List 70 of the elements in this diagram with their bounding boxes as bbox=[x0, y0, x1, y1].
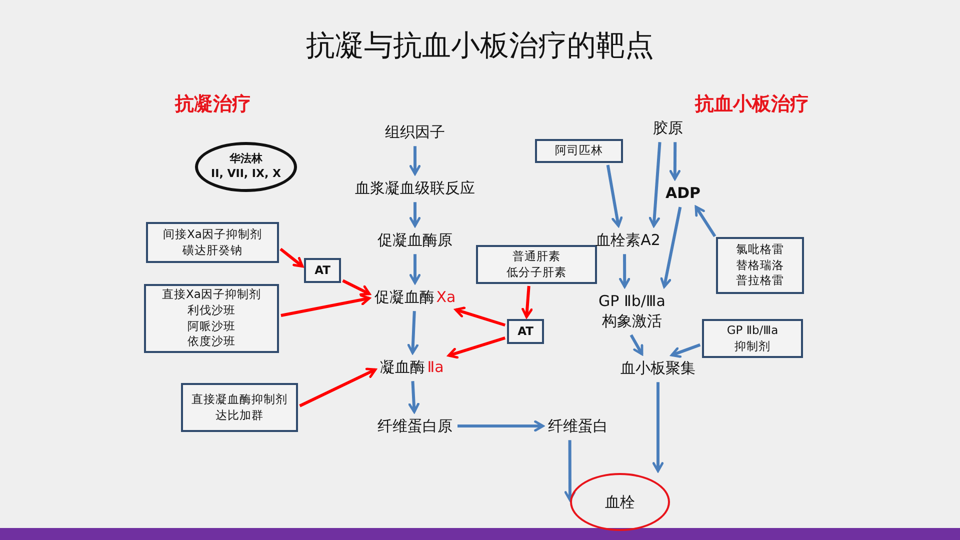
step-label: 凝血酶 Ⅱa bbox=[377, 354, 447, 380]
box-text: 普通肝素 bbox=[512, 248, 560, 264]
box-text: 依度沙班 bbox=[188, 334, 236, 350]
box-text: 利伐沙班 bbox=[188, 302, 236, 318]
box-text: 抑制剂 bbox=[734, 338, 770, 354]
step-label: 血栓素A2 bbox=[592, 228, 664, 252]
box-text: II, VII, IX, X bbox=[211, 167, 281, 182]
section-heading: 抗血小板治疗 bbox=[695, 92, 809, 117]
drug-box bbox=[144, 284, 279, 353]
arrow bbox=[522, 286, 533, 318]
box-text: 华法林 bbox=[230, 152, 262, 167]
box-text: 阿司匹林 bbox=[555, 143, 603, 159]
arrow bbox=[670, 343, 701, 358]
arrow bbox=[407, 311, 419, 354]
arrow bbox=[409, 202, 421, 228]
step-label: 促凝血酶Xa bbox=[371, 284, 459, 310]
drug-box bbox=[535, 139, 623, 163]
box-text: 间接Xa因子抑制剂 bbox=[163, 226, 262, 242]
box-text: AT bbox=[314, 262, 330, 278]
box-text: 低分子肝素 bbox=[506, 264, 566, 280]
arrow bbox=[648, 142, 662, 228]
slide-title: 抗凝与抗血小板治疗的靶点 bbox=[305, 27, 655, 64]
step-label: ADP bbox=[662, 180, 704, 206]
box-text: 阿哌沙班 bbox=[188, 318, 236, 334]
arrow bbox=[299, 368, 377, 408]
drug-box bbox=[716, 237, 804, 294]
arrow bbox=[619, 254, 630, 288]
step-label: 纤维蛋白原 bbox=[374, 414, 456, 438]
arrow bbox=[564, 440, 576, 502]
box-text: 直接凝血酶抑制剂 bbox=[192, 392, 288, 408]
arrow bbox=[448, 336, 506, 359]
box-text: 直接Xa因子抑制剂 bbox=[162, 287, 261, 303]
arrow bbox=[408, 381, 420, 414]
box-text: 血栓 bbox=[605, 492, 635, 512]
drug-box bbox=[507, 319, 544, 344]
arrow bbox=[280, 294, 371, 317]
step-label: 血浆凝血级联反应 bbox=[352, 176, 478, 200]
arrow bbox=[454, 306, 506, 327]
arrow bbox=[660, 206, 682, 288]
arrow bbox=[669, 142, 681, 180]
box-text: 替格瑞洛 bbox=[736, 258, 784, 274]
section-heading: 抗凝治疗 bbox=[175, 92, 251, 117]
drug-box bbox=[702, 319, 803, 358]
box-text: 氯吡格雷 bbox=[736, 242, 784, 258]
box-text: 磺达肝癸钠 bbox=[182, 242, 242, 258]
step-label: 组织因子 bbox=[382, 120, 448, 144]
box-text: GP Ⅱb/Ⅲa bbox=[726, 322, 778, 338]
arrow bbox=[409, 146, 421, 176]
target-ellipse bbox=[570, 473, 670, 531]
arrow bbox=[606, 164, 623, 228]
arrow bbox=[652, 382, 664, 472]
box-text: AT bbox=[518, 324, 534, 340]
arrow bbox=[409, 254, 421, 284]
step-label: 胶原 bbox=[650, 116, 686, 140]
arrow bbox=[694, 206, 716, 238]
drug-box bbox=[476, 245, 597, 284]
box-text: 达比加群 bbox=[216, 408, 264, 424]
arrow bbox=[458, 420, 544, 432]
drug-box bbox=[181, 383, 298, 432]
drug-box bbox=[146, 222, 279, 263]
arrow bbox=[630, 334, 644, 356]
step-label: 促凝血酶原 bbox=[374, 228, 456, 252]
step-label: 纤维蛋白 bbox=[545, 414, 611, 438]
arrow bbox=[342, 279, 371, 296]
box-text: 普拉格雷 bbox=[736, 273, 784, 289]
target-ellipse bbox=[195, 142, 297, 192]
step-label: 血小板聚集 bbox=[618, 356, 698, 380]
drug-box bbox=[304, 258, 341, 283]
arrow bbox=[280, 248, 304, 268]
step-label: GP Ⅱb/Ⅲa 构象激活 bbox=[596, 288, 668, 334]
